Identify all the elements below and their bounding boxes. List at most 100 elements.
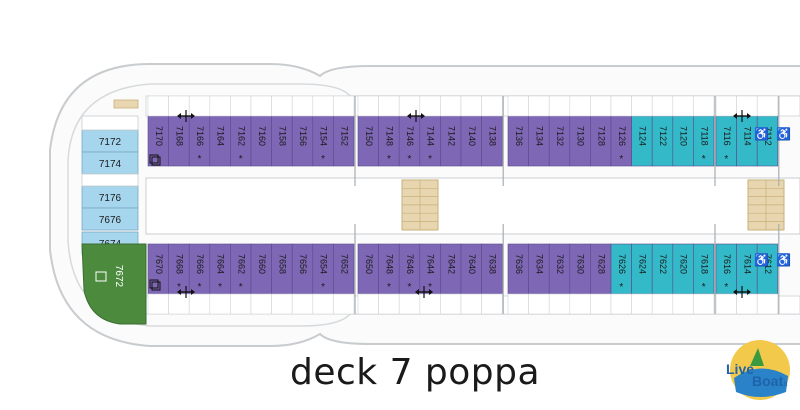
connecting-door-icon [177,286,195,298]
cabin-7624[interactable]: 7624 [631,243,653,295]
cabin-7164[interactable]: 7164 [209,115,231,167]
accessible-marker: * [177,282,181,293]
cabin-7654[interactable]: 7654* [312,243,334,295]
balcony [651,95,674,117]
cabin-7174[interactable]: 7174 [81,151,139,175]
cabin-7634[interactable]: 7634 [528,243,550,295]
accessible-marker: * [198,154,202,165]
balcony [693,95,715,117]
cabin-number: 7622 [658,254,668,274]
balcony [715,293,737,315]
cabin-7616[interactable]: 7616* [715,243,737,295]
cabin-number: 7118 [699,126,709,145]
cabin-7134[interactable]: 7134 [528,115,550,167]
cabin-7658[interactable]: 7658 [271,243,293,295]
accessible-marker: * [724,282,728,293]
cabin-7136[interactable]: 7136 [507,115,529,167]
cabin-7114[interactable]: 7114 [736,115,758,167]
cabin-number: 7120 [679,126,689,146]
balcony [631,293,653,315]
cabin-7664[interactable]: 7664* [209,243,231,295]
cabin-7676[interactable]: 7676 [81,207,139,231]
cabin-number: 7164 [216,126,226,146]
cabin-7126[interactable]: 7126* [610,115,632,167]
cabin-7156[interactable]: 7156 [291,115,314,167]
cabin-7130[interactable]: 7130 [569,115,591,167]
cabin-7662[interactable]: 7662* [230,243,252,295]
cabin-7144[interactable]: 7144* [419,115,441,167]
cabin-7122[interactable]: 7122 [651,115,674,167]
balcony [481,293,503,315]
cabin-number: 7662 [236,254,246,274]
cabin-7112[interactable]: 7112 [756,115,779,167]
cabin-7142[interactable]: 7142 [440,115,462,167]
cabin-7620[interactable]: 7620 [672,243,694,295]
balcony [419,95,441,117]
cabin-7146[interactable]: 7146 * [398,115,421,167]
cabin-7128[interactable]: 7128 [590,115,612,167]
cabin-number: 7628 [596,254,606,274]
cabin-number: 7138 [488,126,498,146]
cabin-7646[interactable]: 7646* [398,243,421,295]
cabin-7618[interactable]: 7618* [693,243,715,295]
cabin-7120[interactable]: 7120 [672,115,694,167]
cabin-7626[interactable]: 7626* [610,243,632,295]
cabin-7636[interactable]: 7636 [507,243,529,295]
cabin-7162[interactable]: 7162* [230,115,252,167]
cabin-number: 7146 [405,126,415,146]
cabin-7148[interactable]: 7148* [378,115,400,167]
balcony [398,293,421,315]
cabin-7638[interactable]: 7638 [481,243,503,295]
balcony [672,95,694,117]
cabin-7140[interactable]: 7140 [460,115,482,167]
cabin-number: 7132 [555,126,565,146]
cabin-number: 7140 [467,126,477,146]
accessible-marker: * [724,154,728,165]
accessible-marker: * [387,282,391,293]
hull-inner [67,83,800,327]
cabin-number: 7642 [446,254,456,274]
cabin-7672[interactable]: 7672 [81,243,147,325]
cabin-7612[interactable]: 7612 [756,243,779,295]
cabin-7660[interactable]: 7660 [250,243,272,295]
accessible-marker: * [218,282,222,293]
cabin-7168[interactable]: 7168 [168,115,190,167]
cabin-7628[interactable]: 7628 [590,243,612,295]
cabin-7116[interactable]: 7116* [715,115,737,167]
balcony [419,293,441,315]
cabin-7650[interactable]: 7650 [357,243,379,295]
cabin-7166[interactable]: 7166* [188,115,211,167]
cabin-7656[interactable]: 7656 [291,243,314,295]
cabin-7644[interactable]: 7644* [419,243,441,295]
connecting-door-icon [733,286,751,298]
cabin-7176[interactable]: 7176 [81,185,139,209]
cabin-7132[interactable]: 7132 [548,115,571,167]
cabin-7632[interactable]: 7632 [548,243,571,295]
cabin-7160[interactable]: 7160 [250,115,272,167]
accessible-marker: * [408,154,412,165]
cabin-7172[interactable]: 7172 [81,129,139,153]
cabin-7158[interactable]: 7158 [271,115,293,167]
cabin-7118[interactable]: 7118 * [693,115,715,167]
cabin-number: 7148 [385,126,395,146]
cabin-7124[interactable]: 7124 [631,115,653,167]
cabin-7150[interactable]: 7150 [357,115,379,167]
balcony [209,293,231,315]
cabin-7622[interactable]: 7622 [651,243,674,295]
balcony [188,293,211,315]
balcony [693,293,715,315]
accessible-marker: * [702,154,706,165]
cabin-7614[interactable]: 7614 [736,243,758,295]
cabin-number: 7658 [278,254,288,274]
cabin-7666[interactable]: 7666* [188,243,211,295]
cabin-7138[interactable]: 7138 [481,115,503,167]
cabin-7154[interactable]: 7154* [312,115,334,167]
cabin-7640[interactable]: 7640 [460,243,482,295]
cabin-7652[interactable]: 7652 [333,243,355,295]
cabin-7630[interactable]: 7630 [569,243,591,295]
wheelchair-icon: ♿ [754,127,769,141]
cabin-7648[interactable]: 7648* [378,243,400,295]
cabin-7642[interactable]: 7642 [440,243,462,295]
cabin-7152[interactable]: 7152 [333,115,355,167]
